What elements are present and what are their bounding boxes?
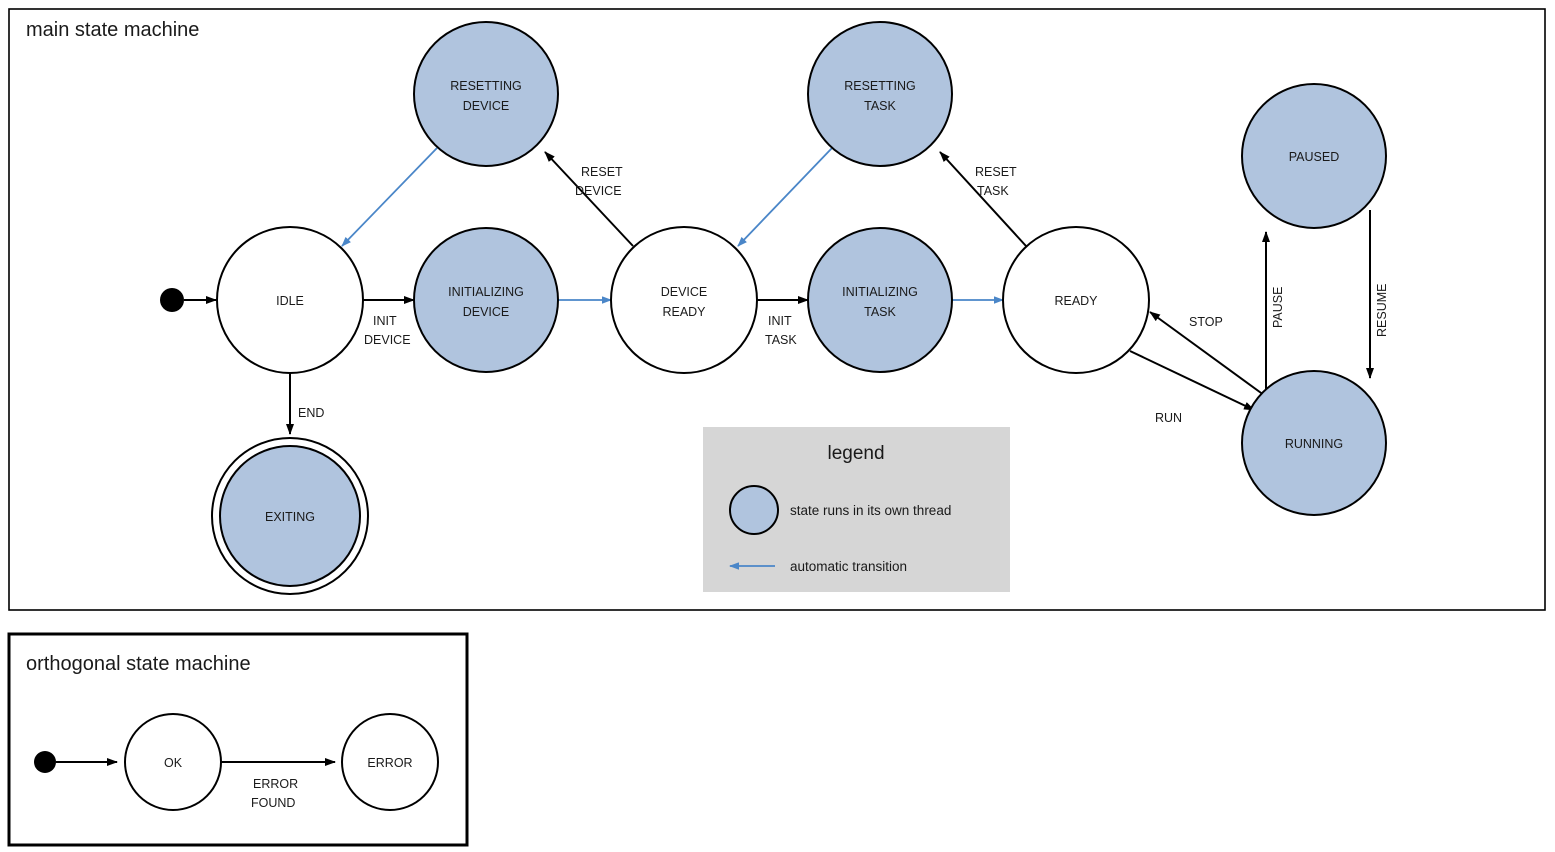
legend: legend state runs in its own thread auto… [703, 427, 1010, 592]
edge-label-error-found-line1: ERROR [253, 777, 298, 791]
transition-ready-to-resetting-task [939, 151, 1027, 247]
edge-label-resume: RESUME [1375, 284, 1389, 337]
legend-threaded-state-text: state runs in its own thread [790, 503, 951, 518]
state-error[interactable]: ERROR [341, 713, 439, 811]
edge-label-pause: PAUSE [1271, 287, 1285, 328]
edge-label-stop: STOP [1189, 315, 1223, 329]
state-running-label: RUNNING [1285, 437, 1343, 451]
state-resetting-device[interactable]: RESETTING DEVICE [413, 21, 559, 167]
state-paused-circle [1241, 83, 1387, 229]
state-ready-circle [1002, 226, 1150, 374]
transition-resetting-task-to-device-ready [737, 147, 833, 247]
state-exiting-circle [219, 445, 361, 587]
edge-label-reset-device-line1: RESET [581, 165, 623, 179]
state-initializing-task-label-line2: TASK [864, 305, 896, 319]
legend-title: legend [827, 443, 884, 464]
transition-running-to-ready [1149, 311, 1269, 399]
edge-label-init-task-line1: INIT [768, 314, 792, 328]
state-exiting-label: EXITING [265, 510, 315, 524]
state-initializing-device-circle [413, 227, 559, 373]
state-resetting-task-circle [807, 21, 953, 167]
state-initializing-device-label-line1: INITIALIZING [448, 285, 524, 299]
legend-auto-transition-text: automatic transition [790, 559, 907, 574]
state-initializing-device-label-line2: DEVICE [463, 305, 510, 319]
edge-label-reset-task-line1: RESET [975, 165, 1017, 179]
state-idle[interactable]: IDLE [216, 226, 364, 374]
state-ok[interactable]: OK [124, 713, 222, 811]
transition-resetting-device-to-idle [341, 147, 438, 247]
state-device-ready-circle [610, 226, 758, 374]
state-exiting[interactable]: EXITING [211, 437, 369, 595]
state-initializing-device[interactable]: INITIALIZING DEVICE [413, 227, 559, 373]
state-resetting-task-label-line2: TASK [864, 99, 896, 113]
state-error-label: ERROR [367, 756, 412, 770]
state-running-circle [1241, 370, 1387, 516]
transition-ready-to-running [1129, 350, 1255, 411]
legend-threaded-state-icon [729, 485, 779, 535]
edge-label-end: END [298, 406, 324, 420]
state-error-circle [341, 713, 439, 811]
state-paused-label: PAUSED [1289, 150, 1339, 164]
transition-device-ready-to-resetting-device [544, 151, 634, 247]
edge-label-run: RUN [1155, 411, 1182, 425]
edge-label-error-found-line2: FOUND [251, 796, 295, 810]
state-idle-circle [216, 226, 364, 374]
state-initializing-task-label-line1: INITIALIZING [842, 285, 918, 299]
state-ok-circle [124, 713, 222, 811]
state-running[interactable]: RUNNING [1241, 370, 1387, 516]
state-resetting-device-label-line1: RESETTING [450, 79, 522, 93]
state-initializing-task[interactable]: INITIALIZING TASK [807, 227, 953, 373]
state-resetting-task-label-line1: RESETTING [844, 79, 916, 93]
orthogonal-frame-title: orthogonal state machine [26, 653, 251, 675]
state-paused[interactable]: PAUSED [1241, 83, 1387, 229]
state-ready-label: READY [1054, 294, 1098, 308]
state-device-ready-label-line1: DEVICE [661, 285, 708, 299]
edge-label-init-device-line2: DEVICE [364, 333, 411, 347]
state-ok-label: OK [164, 756, 183, 770]
start-marker-main [160, 288, 184, 312]
state-resetting-task[interactable]: RESETTING TASK [807, 21, 953, 167]
edge-label-reset-task-line2: TASK [977, 184, 1009, 198]
state-initializing-task-circle [807, 227, 953, 373]
state-resetting-device-circle [413, 21, 559, 167]
edge-label-init-task-line2: TASK [765, 333, 797, 347]
state-resetting-device-label-line2: DEVICE [463, 99, 510, 113]
start-marker-orthogonal [34, 751, 56, 773]
state-idle-label: IDLE [276, 294, 304, 308]
state-device-ready-label-line2: READY [662, 305, 706, 319]
state-ready[interactable]: READY [1002, 226, 1150, 374]
main-frame-title: main state machine [26, 19, 199, 41]
edge-label-init-device-line1: INIT [373, 314, 397, 328]
edge-label-reset-device-line2: DEVICE [575, 184, 622, 198]
state-device-ready[interactable]: DEVICE READY [610, 226, 758, 374]
